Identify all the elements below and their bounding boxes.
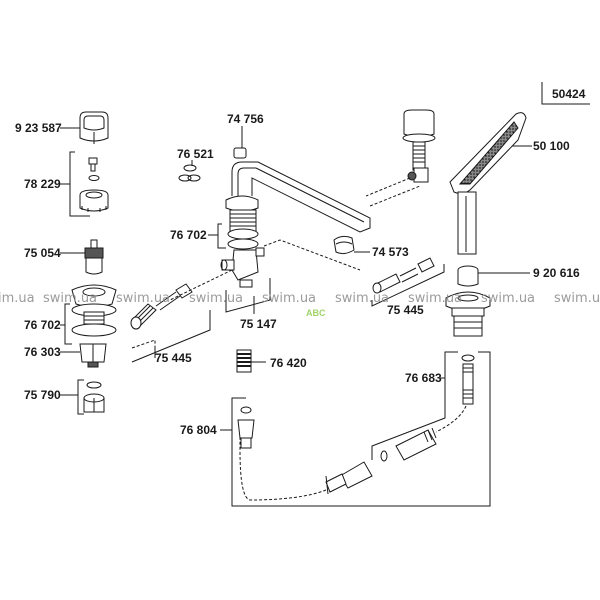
watermark: swim.ua (554, 291, 600, 306)
part-distributor (220, 247, 265, 288)
hose-dash-bottom (239, 426, 327, 501)
spout-dash (369, 185, 421, 207)
part-shower-outlet (445, 291, 491, 337)
part-label-9-23-587: 9 23 587 (15, 121, 62, 135)
part-diverter (402, 109, 436, 183)
part-label-74-756: 74 756 (227, 112, 264, 126)
part-label-76-303: 76 303 (24, 345, 61, 359)
bracket-75-445-left (131, 310, 211, 363)
part-hand-shower (449, 112, 527, 255)
part-label-76-420: 76 420 (270, 356, 307, 370)
part-hose-connector (237, 406, 255, 449)
bracket-76-683-a (371, 351, 458, 460)
watermark: swim.ua (335, 291, 390, 306)
part-label-75-790: 75 790 (24, 388, 61, 402)
part-label-74-573: 74 573 (372, 245, 409, 259)
part-cartridge (84, 239, 104, 275)
part-label-76-521: 76 521 (177, 147, 214, 161)
hose-left-dash (131, 339, 156, 349)
part-spout-cap (233, 147, 247, 159)
bracket-75-147-a (225, 278, 271, 313)
center-dash-right (263, 239, 361, 271)
diverter-dash (365, 177, 411, 197)
part-hose-left (130, 283, 193, 330)
part-label-75-445-right: 75 445 (387, 303, 424, 317)
bracket-76-702-center (217, 223, 226, 249)
part-label-76-804: 76 804 (180, 423, 217, 437)
center-dash-left (169, 269, 233, 301)
part-sleeve (457, 265, 479, 287)
part-label-78-229: 78 229 (24, 177, 61, 191)
part-label-50-100: 50 100 (533, 139, 570, 153)
bracket-75-790 (77, 379, 84, 415)
part-label-76-683: 76 683 (405, 371, 442, 385)
watermark: swim.ua (116, 291, 171, 306)
part-spout (225, 161, 371, 250)
watermark: swim.ua (408, 291, 463, 306)
part-washers (178, 164, 201, 182)
part-hose-guide (461, 354, 475, 405)
part-label-9-20-616: 9 20 616 (533, 266, 580, 280)
part-label-75-147: 75 147 (240, 317, 277, 331)
part-handle-cap (79, 111, 109, 144)
drawing-code: 50424 (552, 87, 586, 101)
part-hose-right (372, 257, 435, 294)
watermark: swim.ua (189, 291, 244, 306)
watermark: swim.ua (43, 291, 98, 306)
part-aerator (333, 235, 355, 255)
part-label-76-702-left: 76 702 (24, 318, 61, 332)
hose-dash-right (435, 405, 467, 433)
watermark: swim.ua (481, 291, 536, 306)
abc-logo: ABC (306, 308, 326, 318)
bracket-75-445-right (371, 264, 445, 307)
part-connector-body (79, 343, 107, 368)
part-check-valve (236, 349, 252, 373)
drawing-code-frame (541, 82, 590, 105)
part-label-75-054: 75 054 (24, 246, 61, 260)
part-mounting-set-left (71, 284, 117, 337)
part-label-76-702-center: 76 702 (170, 228, 207, 242)
part-label-75-445-left: 75 445 (155, 351, 192, 365)
part-handle-set (79, 157, 109, 212)
bracket-76-683-b (231, 351, 491, 507)
watermark: swim.ua (262, 291, 317, 306)
part-hose-connectors (325, 427, 437, 495)
watermark: im.ua (0, 291, 35, 306)
part-nut-washer (83, 381, 105, 413)
bracket-76-702-left (64, 303, 72, 345)
